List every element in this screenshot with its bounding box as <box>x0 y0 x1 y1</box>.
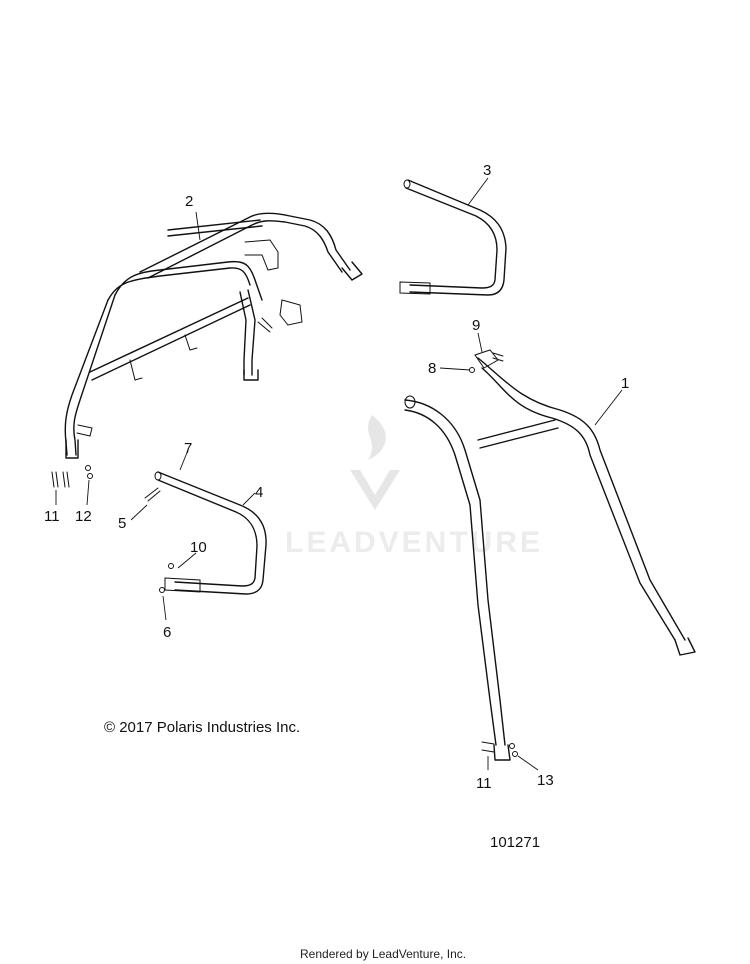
part-2-rear-cage <box>64 212 363 459</box>
callout-11-right: 11 <box>476 775 492 792</box>
callout-5: 5 <box>118 515 126 532</box>
leader-lines <box>55 177 623 771</box>
callout-4: 4 <box>255 484 263 501</box>
watermark-text: LEADVENTURE <box>285 526 543 559</box>
callout-10: 10 <box>190 539 207 556</box>
callout-labels: 1 2 3 4 5 6 7 8 9 10 11 12 11 13 <box>44 162 629 792</box>
callout-11-left: 11 <box>44 508 60 525</box>
callout-13: 13 <box>537 772 554 789</box>
watermark-logo: LEADVENTURE <box>285 415 543 559</box>
callout-8: 8 <box>428 360 436 377</box>
diagram-number: 101271 <box>490 834 540 851</box>
part-4-brace <box>154 471 267 595</box>
copyright-text: © 2017 Polaris Industries Inc. <box>104 719 300 736</box>
part-3-brace <box>399 179 507 296</box>
callout-9: 9 <box>472 317 480 334</box>
callout-12: 12 <box>75 508 92 525</box>
callout-6: 6 <box>163 624 171 641</box>
footer-text: Rendered by LeadVenture, Inc. <box>300 947 466 961</box>
part-1-front-cage <box>404 349 696 761</box>
callout-2: 2 <box>185 193 193 210</box>
callout-7: 7 <box>184 440 192 457</box>
callout-1: 1 <box>621 375 629 392</box>
callout-3: 3 <box>483 162 491 179</box>
